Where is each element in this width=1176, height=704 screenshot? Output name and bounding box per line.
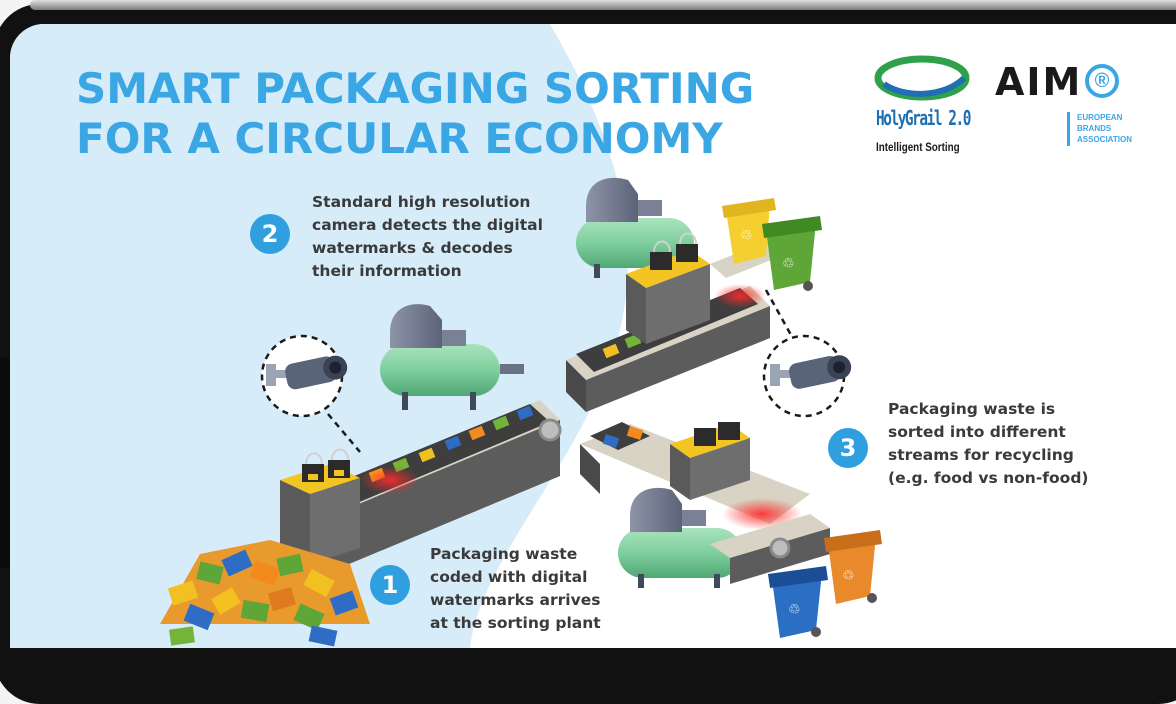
title-line-1: SMART PACKAGING SORTING [76, 64, 755, 113]
conveyor-belt-icon [566, 232, 786, 412]
aim-logo-icon: AIM [995, 60, 1083, 104]
title-line-2: FOR A CIRCULAR ECONOMY [76, 114, 723, 163]
aim-logo: AIM ® EUROPEAN BRANDS ASSOCIATION [995, 60, 1155, 160]
step-3-line-3: streams for recycling [888, 446, 1074, 464]
step-3-line-4: (e.g. food vs non-food) [888, 469, 1089, 487]
aim-sub-line-3: ASSOCIATION [1077, 135, 1132, 144]
recycling-bin-icon: ♲ [824, 530, 882, 604]
conveyor-belt-icon [310, 400, 562, 572]
aim-subtitle: EUROPEAN BRANDS ASSOCIATION [1077, 112, 1132, 145]
step-1-line-1: Packaging waste [430, 545, 578, 563]
holygrail-logo: HolyGrail 2.0 Intelligent Sorting [872, 54, 972, 166]
air-compressor-icon [618, 487, 742, 588]
step-2-line-1: Standard high resolution [312, 193, 531, 211]
waste-pile-icon [160, 540, 370, 647]
conveyor-belt-icon [580, 422, 830, 584]
step-2-badge: 2 [250, 214, 290, 254]
tablet-top-edge [30, 0, 1176, 10]
aim-sub-line-1: EUROPEAN [1077, 113, 1123, 122]
camera-icon [260, 334, 361, 453]
svg-text:♲: ♲ [782, 256, 795, 272]
step-2-line-4: their information [312, 262, 462, 280]
holygrail-name: HolyGrail 2.0 [876, 106, 971, 130]
step-2-text: Standard high resolution camera detects … [312, 191, 543, 283]
svg-text:♲: ♲ [788, 602, 801, 618]
aim-divider [1067, 112, 1070, 146]
detection-unit-icon [280, 448, 360, 564]
step-3-badge: 3 [828, 428, 868, 468]
recycling-bin-icon: ♲ [768, 566, 828, 638]
step-2-line-2: camera detects the digital [312, 216, 543, 234]
holygrail-tagline: Intelligent Sorting [876, 140, 960, 154]
step-3-line-1: Packaging waste is [888, 400, 1056, 418]
camera-icon [762, 289, 852, 418]
air-compressor-icon [380, 304, 524, 410]
step-3-line-2: sorted into different [888, 423, 1066, 441]
step-1-line-4: at the sorting plant [430, 614, 601, 632]
svg-text:♲: ♲ [842, 568, 855, 584]
step-3-text: Packaging waste is sorted into different… [888, 398, 1089, 490]
recycling-bin-icon: ♲ [762, 216, 822, 291]
aim-sub-line-2: BRANDS [1077, 124, 1112, 133]
holygrail-logo-icon [874, 55, 970, 101]
sorting-plant-illustration: ♲ ♲ ♲ ♲ [160, 177, 882, 647]
step-1-text: Packaging waste coded with digital water… [430, 543, 601, 635]
step-1-line-3: watermarks arrives [430, 591, 601, 609]
page-title: SMART PACKAGING SORTING FOR A CIRCULAR E… [76, 64, 754, 164]
recycling-bin-icon: ♲ [722, 198, 776, 264]
infographic-screen: SMART PACKAGING SORTING FOR A CIRCULAR E… [10, 24, 1176, 648]
step-1-line-2: coded with digital [430, 568, 588, 586]
svg-text:♲: ♲ [740, 228, 753, 244]
registered-mark: ® [1085, 64, 1119, 98]
step-2-line-3: watermarks & decodes [312, 239, 513, 257]
step-1-badge: 1 [370, 565, 410, 605]
